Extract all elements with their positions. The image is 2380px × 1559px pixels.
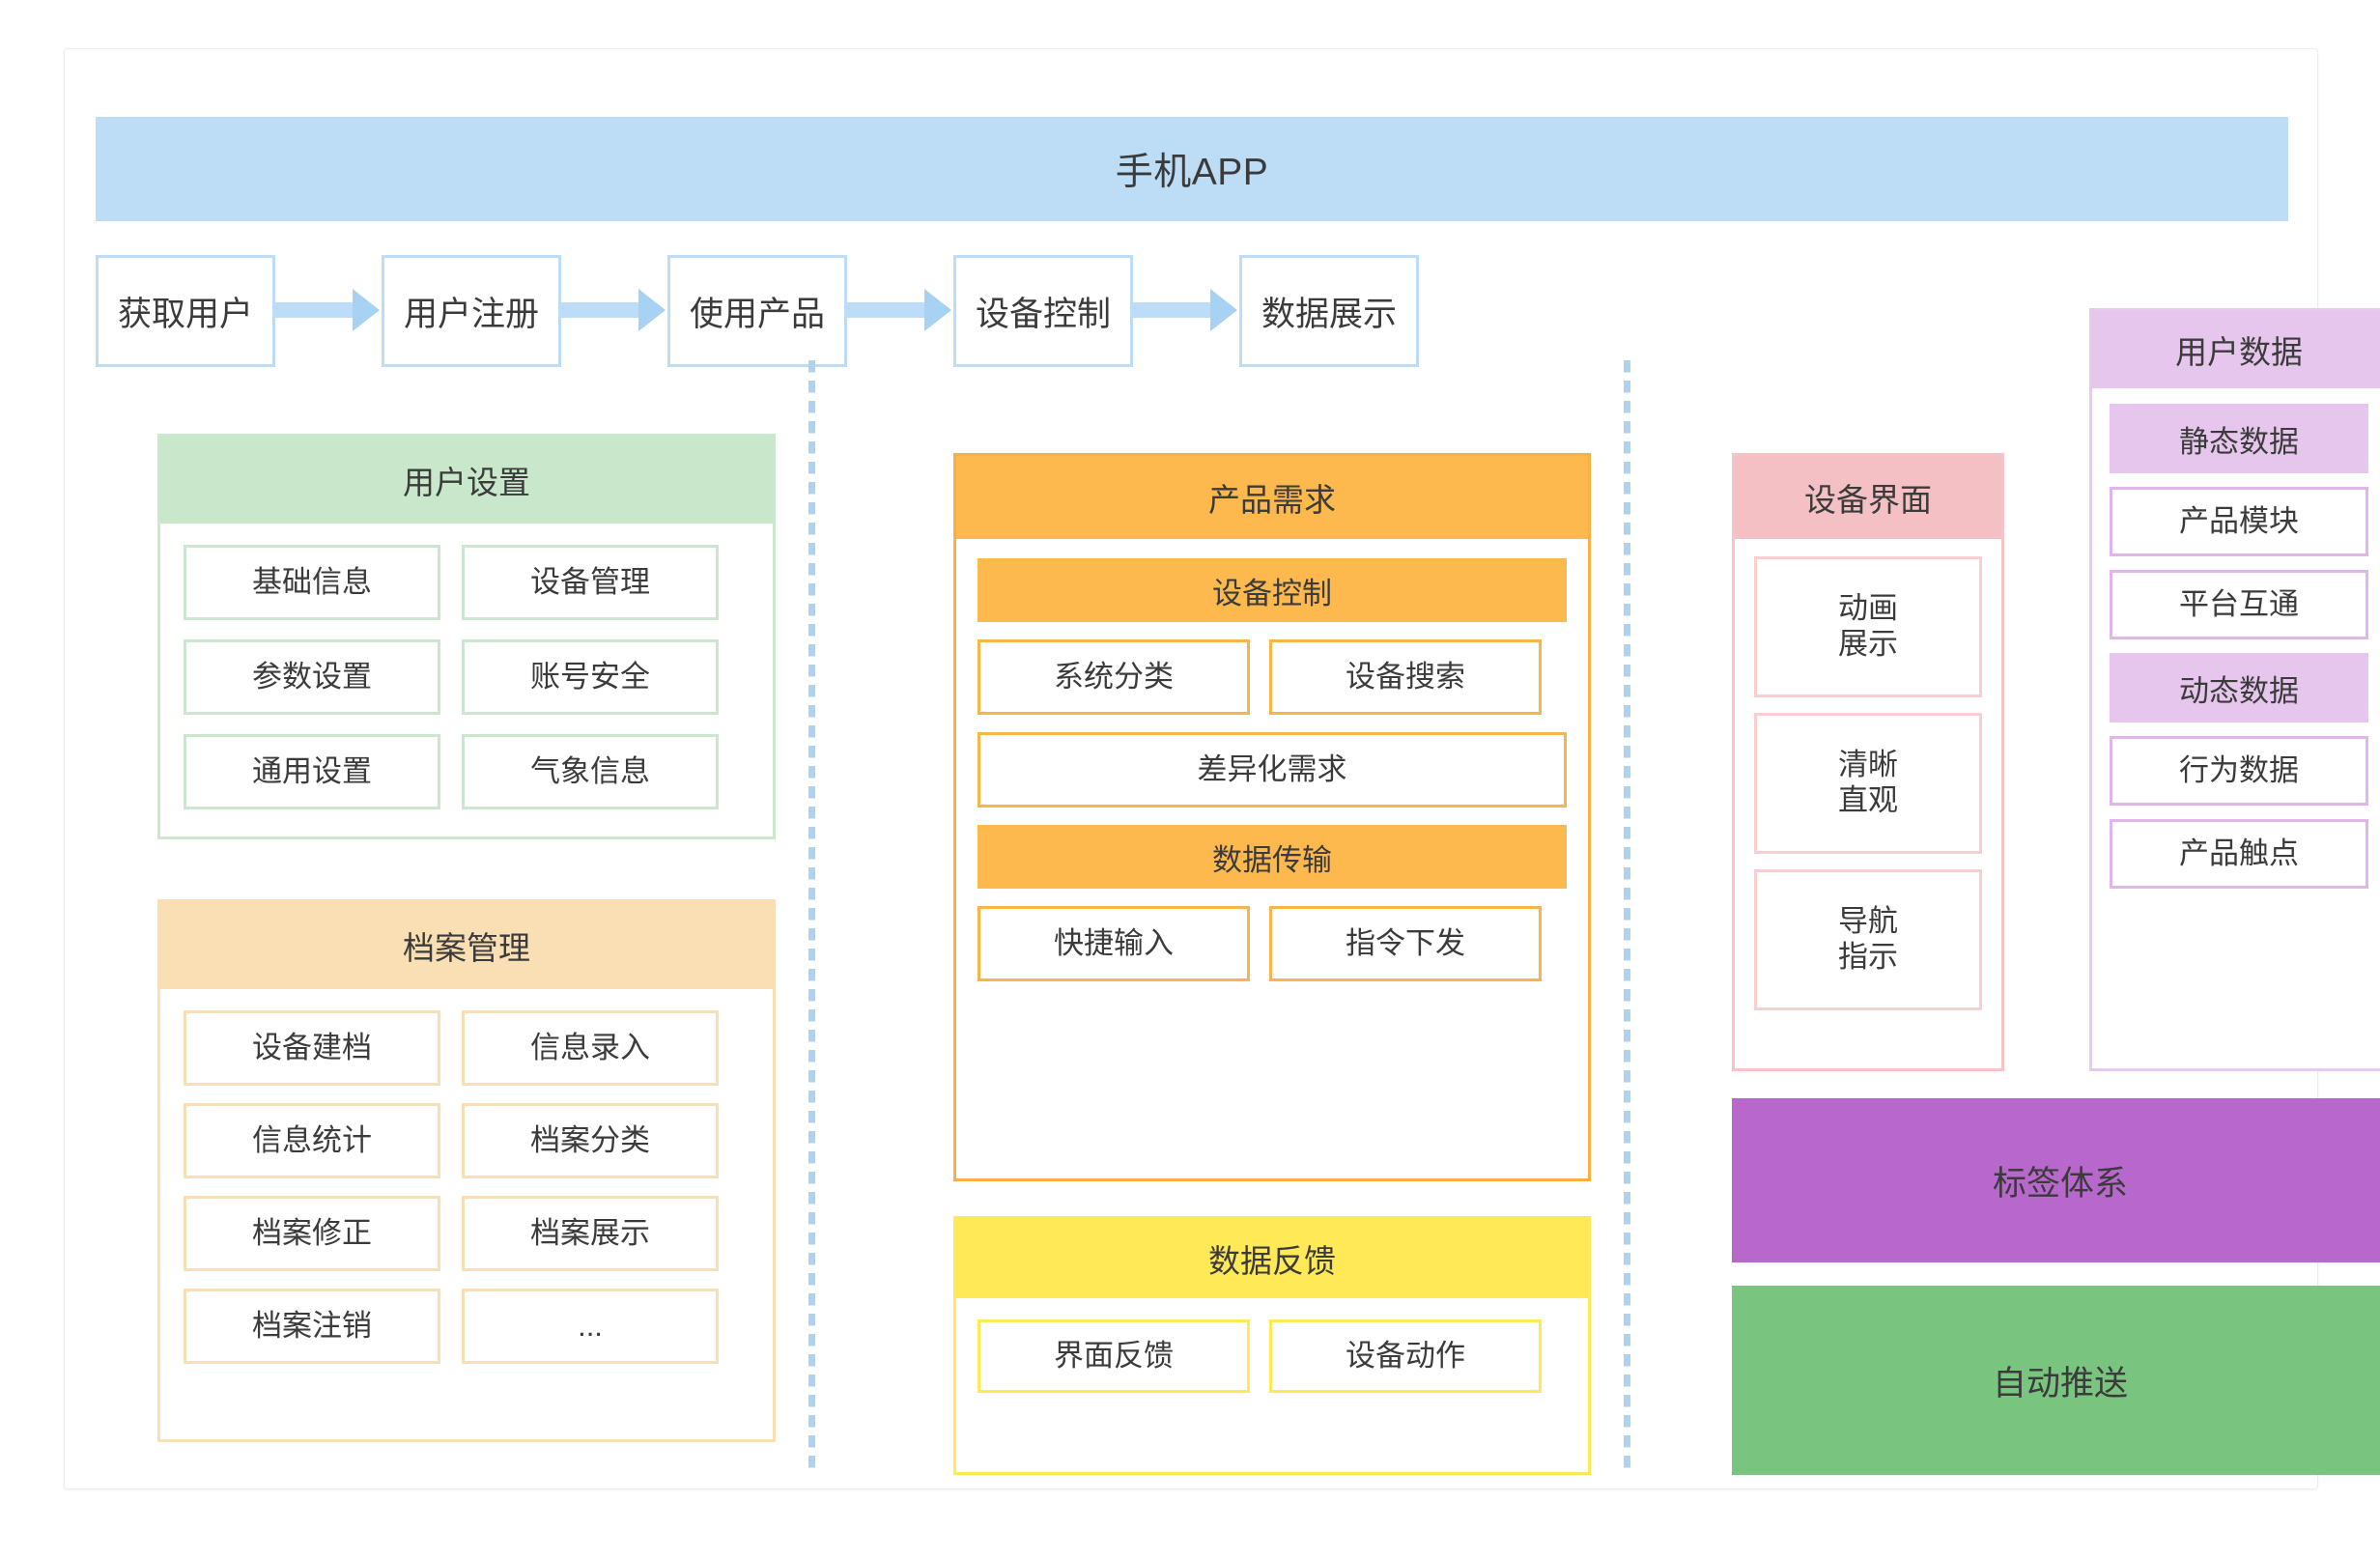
chip-archive-4[interactable]: 档案修正: [184, 1196, 440, 1271]
flow-step-1[interactable]: 获取用户: [96, 255, 275, 367]
panel-user-settings-header: 用户设置: [160, 437, 773, 524]
chip-user-settings-4[interactable]: 通用设置: [184, 734, 440, 809]
flow-step-2[interactable]: 用户注册: [382, 255, 561, 367]
panel-user-data-header: 用户数据: [2092, 311, 2380, 388]
panel-product-body: 设备控制 系统分类 设备搜索 差异化需求 数据传输 快捷输入 指令下发: [956, 539, 1588, 1178]
chip-archive-5[interactable]: 档案展示: [462, 1196, 719, 1271]
chip-user-settings-5[interactable]: 气象信息: [462, 734, 719, 809]
block-auto-push-label: 自动推送: [1992, 1364, 2128, 1403]
chip-product-module[interactable]: 产品模块: [2110, 487, 2368, 556]
flow-step-3[interactable]: 使用产品: [667, 255, 847, 367]
panel-user-data-body: 静态数据 产品模块 平台互通 动态数据 行为数据 产品触点: [2092, 388, 2380, 1068]
panel-device-body: 动画 展示 清晰 直观 导航 指示: [1735, 539, 2001, 1068]
arrow-right-icon-4: [1133, 289, 1237, 331]
band-data-transfer: 数据传输: [978, 825, 1567, 889]
panel-feedback-title: 数据反馈: [1208, 1243, 1336, 1279]
band-dynamic-data: 动态数据: [2110, 653, 2368, 723]
block-auto-push[interactable]: 自动推送: [1732, 1286, 2380, 1475]
panel-data-feedback: 数据反馈 界面反馈 设备动作: [953, 1216, 1591, 1475]
flow-row: 获取用户 用户注册 使用产品 设备控制 数据展示: [96, 255, 2288, 367]
chip-system-category[interactable]: 系统分类: [978, 639, 1250, 715]
panel-feedback-body: 界面反馈 设备动作: [956, 1298, 1588, 1472]
panel-user-data-title: 用户数据: [2175, 334, 2303, 370]
chip-platform-interop[interactable]: 平台互通: [2110, 570, 2368, 639]
panel-product-requirements: 产品需求 设备控制 系统分类 设备搜索 差异化需求 数据传输 快捷输入 指令下发: [953, 453, 1591, 1181]
flow-step-5[interactable]: 数据展示: [1239, 255, 1419, 367]
band-device-control: 设备控制: [978, 558, 1567, 622]
column-divider-left: [808, 360, 815, 1471]
flow-step-2-label: 用户注册: [403, 295, 539, 333]
chip-device-search[interactable]: 设备搜索: [1269, 639, 1542, 715]
panel-user-settings-body: 基础信息 设备管理 参数设置 账号安全 通用设置 气象信息: [160, 524, 773, 836]
panel-archive-management: 档案管理 设备建档 信息录入 信息统计 档案分类 档案修正 档案展示 档案注销 …: [157, 899, 776, 1442]
panel-user-data: 用户数据 静态数据 产品模块 平台互通 动态数据 行为数据 产品触点: [2089, 308, 2380, 1071]
chip-command-issue[interactable]: 指令下发: [1269, 906, 1542, 981]
panel-product-title: 产品需求: [1208, 482, 1336, 518]
panel-device-interface: 设备界面 动画 展示 清晰 直观 导航 指示: [1732, 453, 2004, 1071]
chip-feedback-0[interactable]: 界面反馈: [978, 1319, 1250, 1393]
chip-behavior-data[interactable]: 行为数据: [2110, 736, 2368, 806]
chip-device-ui-0[interactable]: 动画 展示: [1754, 556, 1982, 697]
chip-archive-7[interactable]: ...: [462, 1289, 719, 1364]
chip-user-settings-1[interactable]: 设备管理: [462, 545, 719, 620]
chip-archive-6[interactable]: 档案注销: [184, 1289, 440, 1364]
block-tag-system-label: 标签体系: [1992, 1164, 2128, 1203]
flow-step-5-label: 数据展示: [1261, 295, 1397, 333]
panel-archive-title: 档案管理: [403, 930, 530, 966]
diagram-card: 手机APP 获取用户 用户注册 使用产品 设备控制 数据展示 用户设置 基础信息…: [64, 48, 2380, 1489]
block-tag-system[interactable]: 标签体系: [1732, 1098, 2380, 1262]
flow-step-4[interactable]: 设备控制: [953, 255, 1133, 367]
panel-product-header: 产品需求: [956, 456, 1588, 539]
panel-device-header: 设备界面: [1735, 456, 2001, 539]
column-divider-right: [1624, 360, 1630, 1471]
chip-archive-1[interactable]: 信息录入: [462, 1010, 719, 1086]
panel-archive-header: 档案管理: [160, 902, 773, 989]
flow-step-3-label: 使用产品: [689, 295, 825, 333]
chip-archive-0[interactable]: 设备建档: [184, 1010, 440, 1086]
band-static-data: 静态数据: [2110, 404, 2368, 473]
chip-archive-2[interactable]: 信息统计: [184, 1103, 440, 1178]
chip-user-settings-3[interactable]: 账号安全: [462, 639, 719, 715]
arrow-right-icon-3: [847, 289, 951, 331]
chip-device-ui-2[interactable]: 导航 指示: [1754, 869, 1982, 1010]
chip-user-settings-0[interactable]: 基础信息: [184, 545, 440, 620]
app-banner: 手机APP: [96, 117, 2288, 221]
panel-user-settings: 用户设置 基础信息 设备管理 参数设置 账号安全 通用设置 气象信息: [157, 434, 776, 839]
arrow-right-icon-1: [275, 289, 380, 331]
chip-device-ui-1[interactable]: 清晰 直观: [1754, 713, 1982, 854]
panel-feedback-header: 数据反馈: [956, 1219, 1588, 1298]
chip-differentiated-demand[interactable]: 差异化需求: [978, 732, 1567, 808]
chip-user-settings-2[interactable]: 参数设置: [184, 639, 440, 715]
chip-feedback-1[interactable]: 设备动作: [1269, 1319, 1542, 1393]
panel-archive-body: 设备建档 信息录入 信息统计 档案分类 档案修正 档案展示 档案注销 ...: [160, 989, 773, 1439]
panel-user-settings-title: 用户设置: [403, 465, 530, 500]
chip-archive-3[interactable]: 档案分类: [462, 1103, 719, 1178]
flow-step-1-label: 获取用户: [117, 295, 253, 333]
panel-device-title: 设备界面: [1804, 482, 1932, 518]
app-banner-label: 手机APP: [1115, 152, 1269, 193]
chip-product-touchpoint[interactable]: 产品触点: [2110, 819, 2368, 889]
arrow-right-icon-2: [561, 289, 666, 331]
chip-quick-input[interactable]: 快捷输入: [978, 906, 1250, 981]
flow-step-4-label: 设备控制: [975, 295, 1111, 333]
